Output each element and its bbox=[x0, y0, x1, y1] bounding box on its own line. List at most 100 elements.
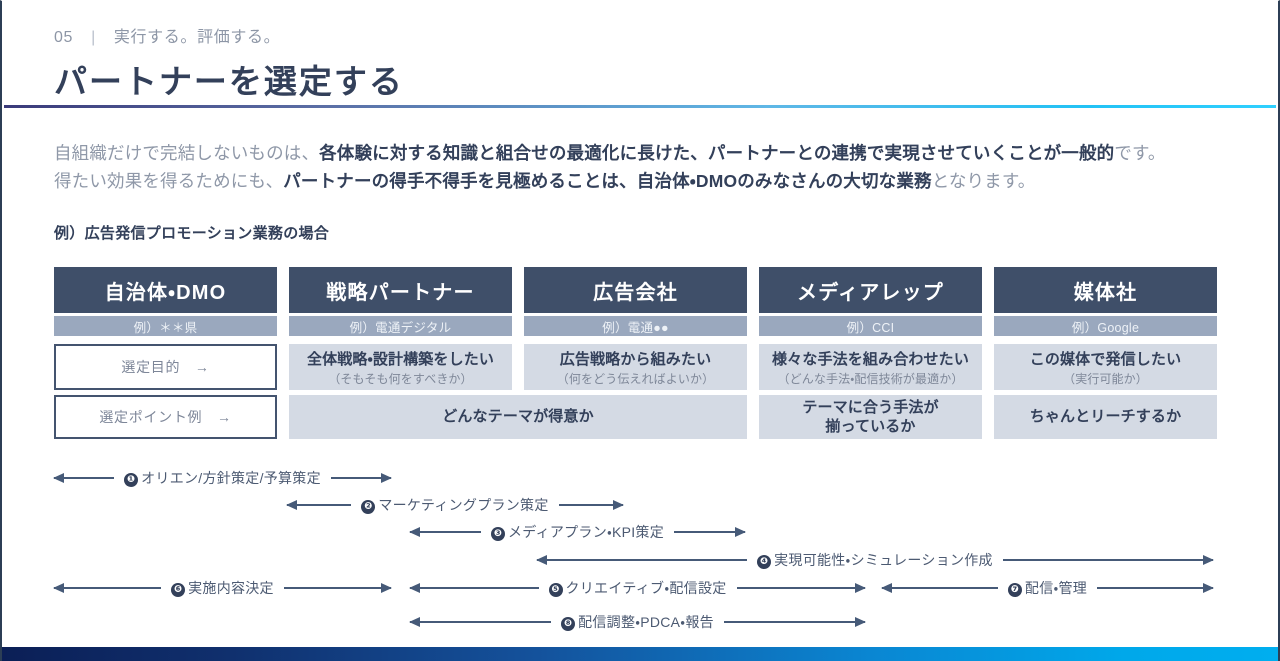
arrow-left-5 bbox=[409, 583, 539, 593]
purpose-cell-2: 広告戦略から組みたい （何をどう伝えればよいか） bbox=[524, 344, 747, 390]
lede-paragraph: 自組織だけで完結しないものは、各体験に対する知識と組合せの最適化に長けた、パート… bbox=[54, 139, 1234, 196]
arrow-right-5 bbox=[736, 583, 866, 593]
example-cell-2: 例）電通●● bbox=[524, 316, 747, 336]
page-title: パートナーを選定する bbox=[54, 63, 404, 100]
arrow-left-2 bbox=[285, 500, 352, 510]
step-text-7: 配信・管理 bbox=[1024, 580, 1088, 596]
step-number-2: ❷ bbox=[361, 500, 376, 514]
column-example-3: 例）CCI bbox=[759, 316, 982, 336]
column-header-1: 戦略パートナー bbox=[289, 267, 512, 313]
purpose-main-1: 全体戦略・設計構築をしたい bbox=[306, 350, 495, 368]
example-cell-0: 例）＊＊県 bbox=[54, 316, 277, 336]
step-number-5: ❺ bbox=[548, 583, 563, 597]
lede-line-1: 自組織だけで完結しないものは、各体験に対する知識と組合せの最適化に長けた、パート… bbox=[54, 139, 1234, 167]
row-label-point: 選定ポイント例 → bbox=[54, 395, 277, 439]
matrix-header-row: 自治体・DMO 戦略パートナー 広告会社 メディアレップ 媒体社 bbox=[54, 267, 1217, 313]
column-example-2: 例）電通●● bbox=[524, 316, 747, 336]
column-example-1: 例）電通デジタル bbox=[289, 316, 512, 336]
point-cell-3: テーマに合う手法が揃っているか bbox=[759, 395, 982, 439]
step-text-8: 配信調整・PDCA・報告 bbox=[578, 614, 714, 630]
step-text-3: メディアプラン・KPI策定 bbox=[508, 524, 664, 540]
example-caption: 例）広告発信プロモーション業務の場合 bbox=[54, 224, 330, 242]
point-label-cell: 選定ポイント例 → bbox=[54, 395, 277, 439]
matrix-point-row: 選定ポイント例 → どんなテーマが得意か テーマに合う手法が揃っているか ちゃん… bbox=[54, 395, 1217, 439]
step-number-8: ❽ bbox=[561, 617, 576, 631]
accent-bar-bottom bbox=[2, 647, 1278, 661]
step-text-4: 実現可能性・シミュレーション作成 bbox=[774, 552, 993, 568]
purpose-sub-2: （何をどう伝えればよいか） bbox=[556, 371, 715, 386]
point-text-3-line2: 揃っているか bbox=[825, 418, 916, 435]
arrow-left-1 bbox=[52, 473, 115, 483]
partner-matrix: 自治体・DMO 戦略パートナー 広告会社 メディアレップ 媒体社 例）＊＊県 例… bbox=[54, 267, 1217, 439]
slide-header: 05 | 実行する。評価する。 パートナーを選定する bbox=[2, 1, 1278, 103]
point-cell-4: ちゃんとリーチするか bbox=[994, 395, 1217, 439]
step-number-7: ❼ bbox=[1007, 583, 1022, 597]
purpose-label-cell: 選定目的 → bbox=[54, 344, 277, 390]
header-divider bbox=[4, 105, 1276, 108]
step-number-1: ❶ bbox=[124, 473, 139, 487]
example-cell-1: 例）電通デジタル bbox=[289, 316, 512, 336]
point-text-4: ちゃんとリーチするか bbox=[994, 395, 1217, 439]
breadcrumb: 05 | 実行する。評価する。 bbox=[54, 23, 1278, 47]
purpose-cell-1: 全体戦略・設計構築をしたい（そもそも何をすべきか） bbox=[289, 344, 512, 390]
matrix-column-3: メディアレップ bbox=[759, 267, 982, 313]
step-text-5: クリエイティブ・配信設定 bbox=[565, 580, 727, 596]
arrow-left-3 bbox=[409, 527, 481, 537]
arrow-right-1 bbox=[330, 473, 393, 483]
matrix-column-2: 広告会社 bbox=[524, 267, 747, 313]
purpose-cell-4: この媒体で発信したい（実行可能か） bbox=[994, 344, 1217, 390]
step-text-6: 実施内容決定 bbox=[188, 580, 274, 596]
point-text-merged: どんなテーマが得意か bbox=[289, 395, 747, 439]
step-number-6: ❻ bbox=[171, 583, 186, 597]
arrow-right-2 bbox=[558, 500, 625, 510]
step-number-4: ❹ bbox=[757, 555, 772, 569]
column-header-0: 自治体・DMO bbox=[54, 267, 277, 313]
breadcrumb-separator: | bbox=[91, 29, 96, 46]
arrow-left-6 bbox=[52, 583, 162, 593]
lede-2-bold: パートナーの得手不得手を見極めることは、自治体・DMOのみなさんの大切な業務 bbox=[283, 171, 932, 192]
matrix-example-row: 例）＊＊県 例）電通デジタル 例）電通●● 例）CCI 例）Google bbox=[54, 316, 1217, 336]
section-subtitle: 実行する。評価する。 bbox=[113, 29, 281, 46]
purpose-main-2: 広告戦略から組みたい bbox=[559, 350, 712, 368]
matrix-column-4: 媒体社 bbox=[994, 267, 1217, 313]
arrow-left-7 bbox=[881, 583, 998, 593]
arrow-right-3 bbox=[674, 527, 746, 537]
lede-line-2: 得たい効果を得るためにも、パートナーの得手不得手を見極めることは、自治体・DMO… bbox=[54, 167, 1234, 195]
purpose-main-3: 様々な手法を組み合わせたい bbox=[772, 350, 969, 368]
lede-2-plain-a: 得たい効果を得るためにも、 bbox=[54, 171, 284, 192]
matrix-purpose-row: 選定目的 → 全体戦略・設計構築をしたい（そもそも何をすべきか） 広告戦略から組… bbox=[54, 344, 1217, 390]
arrow-right-7 bbox=[1097, 583, 1214, 593]
arrow-right-6 bbox=[283, 583, 393, 593]
step-number-3: ❸ bbox=[491, 527, 505, 541]
column-example-0: 例）＊＊県 bbox=[54, 316, 277, 336]
column-header-2: 広告会社 bbox=[524, 267, 747, 313]
purpose-sub-3: （どんな手法・配信技術が最適か） bbox=[777, 371, 964, 386]
purpose-main-4: この媒体で発信したい bbox=[1029, 350, 1182, 368]
example-cell-4: 例）Google bbox=[994, 316, 1217, 336]
column-header-4: 媒体社 bbox=[994, 267, 1217, 313]
lede-1-bold: 各体験に対する知識と組合せの最適化に長けた、パートナーとの連携で実現させていくこ… bbox=[319, 143, 1115, 163]
example-cell-3: 例）CCI bbox=[759, 316, 982, 336]
row-label-purpose: 選定目的 → bbox=[54, 344, 277, 390]
step-text-1: オリエン/方針策定/予算策定 bbox=[141, 470, 321, 486]
lede-1-plain-a: 自組織だけで完結しないものは、 bbox=[54, 143, 320, 163]
arrow-left-4 bbox=[535, 555, 748, 565]
arrow-right-4 bbox=[1002, 555, 1215, 565]
matrix-column-1: 戦略パートナー bbox=[289, 267, 512, 313]
